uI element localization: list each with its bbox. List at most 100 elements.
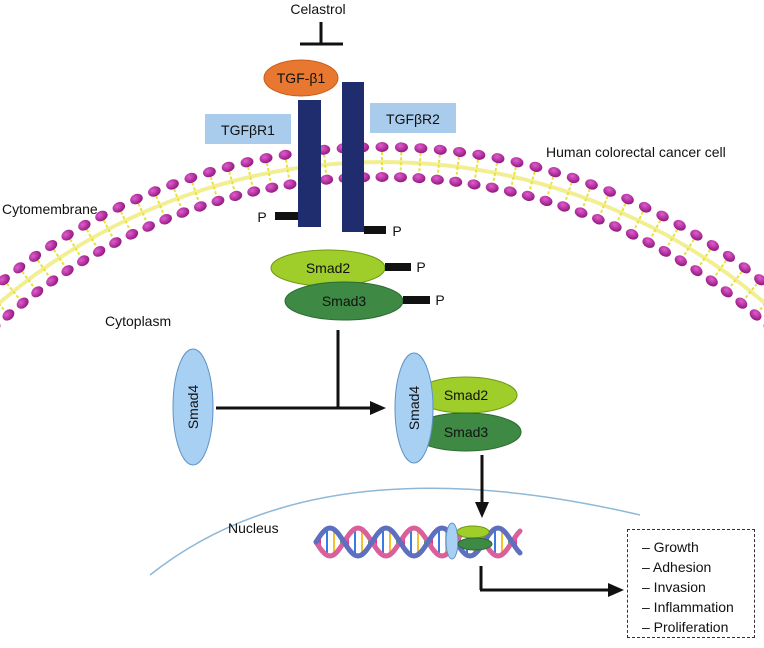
outcome-inflammation: – Inflammation bbox=[642, 599, 734, 615]
lipid-tail bbox=[18, 267, 39, 293]
dna-bound-smad2 bbox=[456, 525, 490, 539]
lipid-head bbox=[754, 274, 764, 286]
lipid-head bbox=[585, 179, 598, 190]
lipid-head bbox=[259, 153, 273, 164]
lipid-head bbox=[453, 146, 467, 158]
lipid-head bbox=[603, 186, 616, 197]
lipid-head bbox=[503, 186, 517, 197]
tgfbr2-receptor bbox=[342, 82, 364, 232]
lipid-head bbox=[28, 250, 42, 262]
lipid-head bbox=[240, 157, 254, 168]
arrow-head-to-outcomes bbox=[608, 583, 624, 597]
arrow-head-to-complex bbox=[370, 401, 386, 415]
lipid-head bbox=[92, 245, 106, 257]
lipid-head bbox=[142, 221, 155, 232]
lipid-head bbox=[433, 144, 447, 155]
phosphate-label-r2: P bbox=[392, 223, 401, 239]
tgfbr2-label: TGFβR2 bbox=[386, 111, 440, 127]
lipid-head bbox=[705, 275, 718, 287]
lipid-head bbox=[13, 262, 26, 274]
phosphate-label-smad2: P bbox=[416, 259, 425, 275]
dna-strand-b bbox=[313, 525, 523, 559]
outcome-growth: – Growth bbox=[642, 539, 699, 555]
lipid-head bbox=[658, 245, 672, 257]
lipid-head bbox=[109, 237, 122, 248]
cytomembrane-label: Cytomembrane bbox=[2, 201, 98, 217]
lipid-tail bbox=[647, 215, 664, 244]
lipid-head bbox=[738, 262, 751, 274]
lipid-head bbox=[510, 157, 524, 168]
arrow-head-to-dna bbox=[475, 502, 489, 518]
smad2-label: Smad2 bbox=[306, 260, 351, 276]
lipid-head bbox=[184, 172, 198, 184]
lipid-head bbox=[690, 229, 703, 241]
lipid-head bbox=[77, 255, 90, 267]
nuclear-envelope bbox=[149, 487, 641, 576]
lipid-head bbox=[130, 193, 143, 205]
lipid-head bbox=[548, 167, 561, 178]
lipid-head bbox=[557, 201, 571, 212]
lipid-head bbox=[673, 219, 686, 231]
lipid-head bbox=[592, 214, 605, 225]
phosphate-tab-r1 bbox=[275, 212, 298, 220]
lipid-head bbox=[642, 237, 655, 248]
complex-smad4-label: Smad4 bbox=[406, 386, 422, 431]
phosphate-tab-smad3 bbox=[403, 296, 430, 304]
lipid-head bbox=[148, 186, 161, 197]
smad4-label: Smad4 bbox=[185, 385, 201, 430]
smad3-label: Smad3 bbox=[322, 293, 367, 309]
lipid-head bbox=[46, 275, 59, 287]
phosphate-tab-smad2 bbox=[385, 263, 411, 271]
lipid-head bbox=[16, 297, 29, 309]
phosphate-label-r1: P bbox=[257, 209, 266, 225]
lipid-head bbox=[203, 167, 216, 178]
lipid-head bbox=[412, 173, 426, 184]
tgfbr1-label: TGFβR1 bbox=[221, 122, 275, 138]
lipid-head bbox=[467, 179, 481, 190]
lipid-head bbox=[176, 207, 190, 218]
lipid-head bbox=[621, 193, 634, 205]
lipid-head bbox=[283, 179, 297, 190]
lipid-head bbox=[125, 228, 139, 240]
outcome-proliferation: – Proliferation bbox=[642, 619, 729, 635]
lipid-head bbox=[625, 228, 639, 240]
lipid-head bbox=[430, 174, 444, 185]
outcome-invasion: – Invasion bbox=[642, 579, 706, 595]
tgfbr1-label-box bbox=[205, 114, 291, 144]
lipid-head bbox=[193, 201, 207, 212]
lipid-head bbox=[229, 190, 243, 202]
lipid-head bbox=[31, 286, 44, 298]
tgf-beta1-label: TGF-β1 bbox=[277, 70, 326, 86]
complex-smad3-label: Smad3 bbox=[444, 424, 489, 440]
lipid-head bbox=[749, 309, 762, 321]
lipid-tail bbox=[34, 255, 54, 282]
phosphate-label-smad3: P bbox=[435, 292, 444, 308]
lipid-head bbox=[491, 153, 505, 164]
lipid-tail bbox=[3, 279, 24, 304]
lipid-head bbox=[112, 201, 126, 213]
lipid-head bbox=[0, 321, 1, 333]
smad4-free bbox=[172, 348, 214, 466]
lipid-head bbox=[485, 182, 499, 193]
lipid-head bbox=[211, 195, 225, 207]
dna-bound-smad4 bbox=[445, 522, 459, 560]
lipid-head bbox=[0, 274, 10, 286]
cytoplasm-label: Cytoplasm bbox=[105, 313, 171, 329]
lipid-head bbox=[574, 207, 588, 218]
lipid-head bbox=[278, 149, 292, 160]
lipid-head bbox=[159, 214, 172, 225]
outcomes-box: – Growth – Adhesion – Invasion – Inflamm… bbox=[627, 529, 755, 638]
lipid-head bbox=[638, 201, 652, 213]
lipid-head bbox=[656, 210, 669, 222]
lipid-head bbox=[720, 286, 733, 298]
lipid-head bbox=[221, 161, 235, 173]
lipid-head bbox=[722, 250, 736, 262]
lipid-head bbox=[95, 210, 108, 222]
tgfbr2-label-box bbox=[370, 103, 456, 133]
lipid-head bbox=[449, 176, 463, 187]
dna-bound-smad3 bbox=[457, 537, 493, 551]
lipid-head bbox=[320, 174, 334, 185]
lipid-head bbox=[566, 172, 580, 184]
lipid-head bbox=[78, 219, 91, 231]
